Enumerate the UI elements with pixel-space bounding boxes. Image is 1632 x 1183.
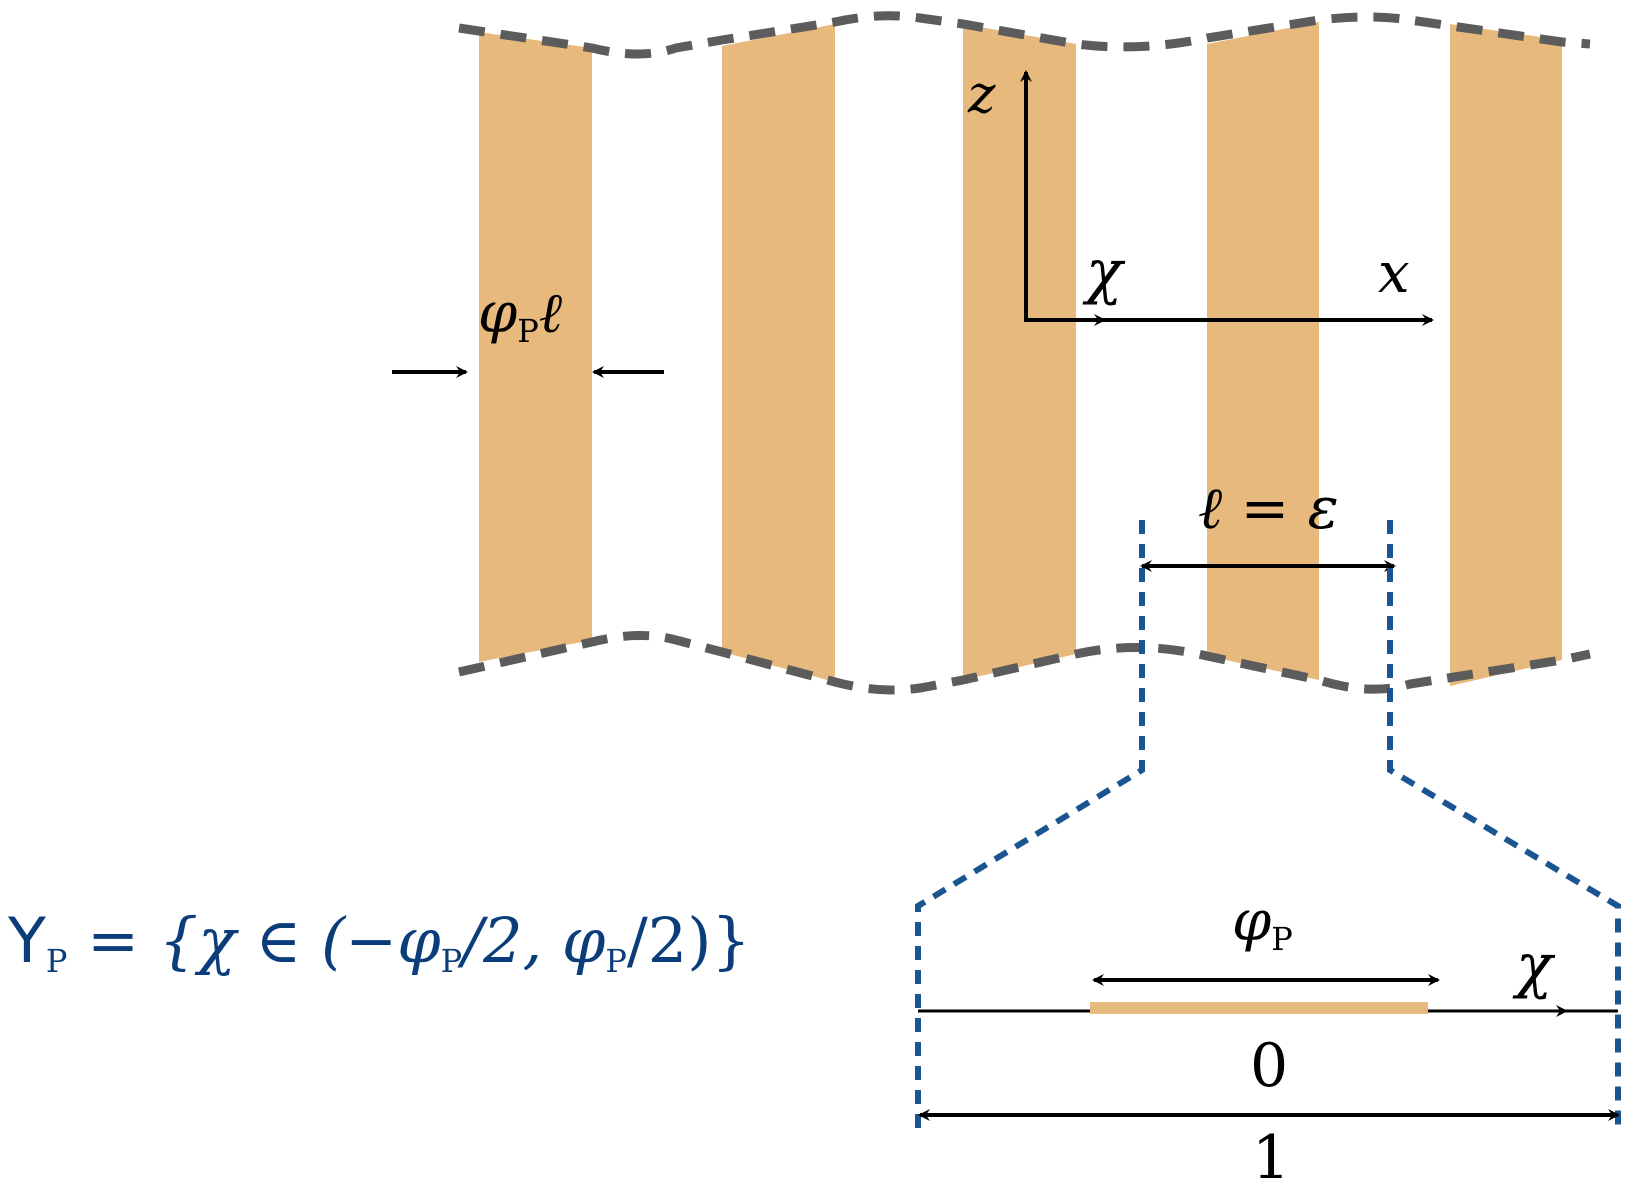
coordinate-axes: z χ x bbox=[967, 65, 1434, 326]
strip-width-annotation: φPℓ bbox=[392, 281, 664, 378]
strip-2 bbox=[722, 24, 835, 682]
strip-3 bbox=[963, 24, 1076, 680]
formula-subscript-2: P bbox=[441, 942, 463, 980]
formula-mid: /2, φ bbox=[457, 904, 606, 977]
bottom-boundary-dashed bbox=[458, 631, 1591, 695]
formula-subscript-3: P bbox=[605, 942, 627, 980]
strip-5 bbox=[1450, 24, 1562, 686]
strip-width-phi: φ bbox=[478, 281, 517, 346]
unit-cell-inset: φP χ 0 1 bbox=[918, 889, 1620, 1183]
unit-length-label: 1 bbox=[1252, 1123, 1290, 1183]
strip-width-ell: ℓ bbox=[539, 281, 563, 346]
formula-symbol-subscript: P bbox=[46, 942, 68, 980]
inset-width-label: φP bbox=[1232, 889, 1293, 958]
strip-width-label: φPℓ bbox=[478, 281, 563, 350]
origin-label: 0 bbox=[1250, 1031, 1288, 1101]
top-boundary-dashed bbox=[458, 11, 1591, 59]
period-annotation: ℓ = ε bbox=[1140, 474, 1396, 572]
inset-strip-segment bbox=[1090, 1002, 1428, 1014]
z-axis-label: z bbox=[967, 65, 996, 125]
inset-width-subscript: P bbox=[1271, 920, 1293, 958]
inset-chi-label: χ bbox=[1512, 931, 1556, 1001]
formula-open: = {χ ∈ (−φ bbox=[67, 904, 441, 977]
formula-symbol: Y bbox=[7, 904, 46, 977]
strip-1 bbox=[479, 32, 592, 662]
inset-width-phi: φ bbox=[1232, 889, 1271, 954]
set-definition-formula: YP = {χ ∈ (−φP/2, φP/2)} bbox=[7, 904, 751, 980]
zoom-outline-dashed bbox=[915, 520, 1621, 1128]
chi-axis-label: χ bbox=[1082, 237, 1126, 307]
period-label: ℓ = ε bbox=[1198, 474, 1339, 542]
strip-4 bbox=[1207, 22, 1319, 680]
material-strips bbox=[479, 22, 1562, 686]
x-axis-label: x bbox=[1378, 241, 1410, 306]
formula-close: /2)} bbox=[627, 904, 751, 977]
strip-width-subscript: P bbox=[517, 312, 539, 350]
